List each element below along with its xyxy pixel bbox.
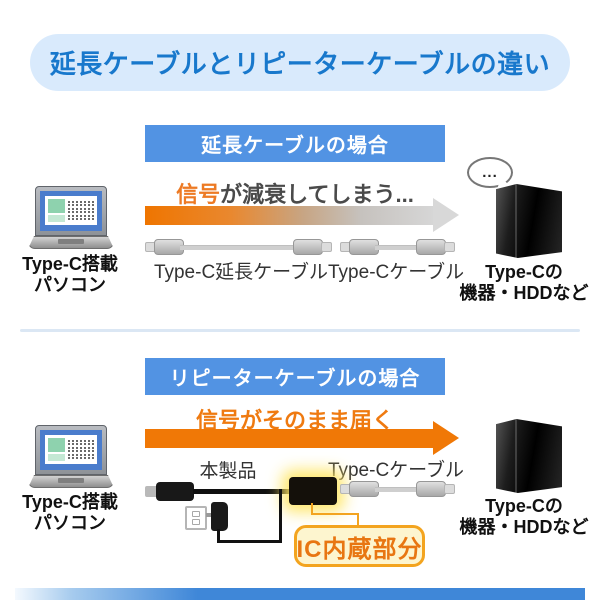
laptop-screen: [35, 186, 107, 236]
typec-cable-label: Type-Cケーブル: [327, 460, 465, 481]
typec-cable-icon: [340, 238, 455, 256]
power-cable: [279, 489, 282, 543]
extension-cable-label: Type-C延長ケーブル: [153, 262, 329, 283]
section-divider: [20, 329, 580, 332]
connector-body: [156, 481, 194, 501]
section1-header: 延長ケーブルの場合: [145, 125, 445, 162]
laptop-base: [28, 475, 114, 488]
callout-line: [357, 513, 359, 527]
solid-signal-arrow: [145, 429, 433, 448]
footer-bar: [15, 588, 585, 600]
solid-signal-arrowhead: [433, 421, 459, 455]
laptop-icon: [28, 186, 114, 249]
speech-bubble-text: ...: [482, 164, 498, 181]
device-label: Type-Cの 機器・HDDなど: [459, 496, 589, 537]
laptop-label: Type-C搭載 パソコン: [22, 254, 118, 295]
connector-tip: [145, 485, 158, 497]
callout-line: [311, 513, 359, 515]
section2-caption: 信号がそのまま届く: [195, 408, 394, 433]
laptop-icon: [28, 425, 114, 488]
device-label: Type-Cの 機器・HDDなど: [459, 262, 589, 303]
fading-signal-arrow: [145, 206, 433, 225]
typec-cable-label: Type-Cケーブル: [328, 262, 465, 283]
ic-callout-text: IC内蔵部分: [296, 535, 423, 563]
callout-line: [311, 503, 313, 515]
power-cable: [217, 540, 282, 543]
plug-prong: [206, 513, 212, 517]
fading-signal-arrowhead: [433, 198, 459, 232]
extension-cable-icon: [145, 238, 332, 256]
laptop-screen: [35, 425, 107, 475]
section1-caption-rest: が減衰してしまう...: [220, 182, 414, 207]
ac-adapter-icon: [211, 502, 228, 531]
section2-header: リピーターケーブルの場合: [145, 358, 445, 395]
page-title: 延長ケーブルとリピーターケーブルの違い: [30, 34, 570, 91]
cable-line: [193, 488, 290, 494]
power-cable: [217, 529, 220, 542]
hdd-icon: [496, 419, 562, 493]
typec-cable-icon: [340, 480, 455, 498]
hdd-icon: [496, 184, 562, 258]
laptop-label: Type-C搭載 パソコン: [22, 492, 118, 533]
ic-callout-bubble: IC内蔵部分: [294, 525, 425, 567]
section1-caption: 信号が減衰してしまう...: [145, 177, 445, 209]
wall-outlet-icon: [185, 506, 207, 530]
product-label: 本製品: [199, 461, 257, 482]
laptop-base: [28, 236, 114, 249]
repeater-cable-icon: [145, 476, 337, 506]
section1-caption-highlight: 信号: [176, 182, 221, 207]
ic-box-glowing: [289, 477, 337, 505]
speech-bubble: ...: [467, 157, 513, 188]
